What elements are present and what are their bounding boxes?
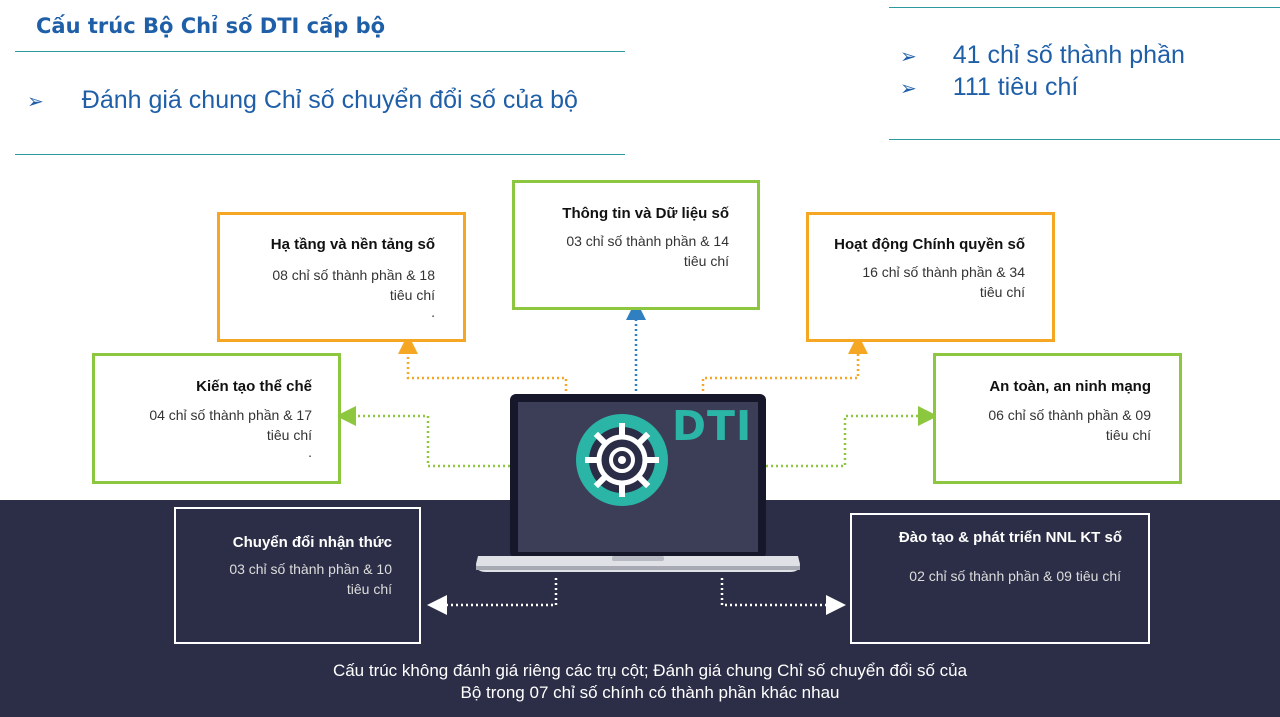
left-bullet-text: Đánh giá chung Chỉ số chuyển đổi số của …: [81, 86, 578, 114]
connector-chuyen-doi: [427, 578, 558, 615]
bottom-caption: Cấu trúc không đánh giá riêng các trụ cộ…: [0, 660, 1280, 704]
right-bullet-text-2: 111 tiêu chí: [952, 73, 1079, 101]
pillar-desc-line2: tiêu chí: [1105, 427, 1151, 443]
arrow-bullet-icon: ➢: [27, 88, 44, 113]
pillar-desc-line1: 16 chỉ số thành phần & 34: [862, 264, 1025, 280]
pillar-desc-line2: tiêu chí: [346, 581, 392, 597]
caption-line2: Bộ trong 07 chỉ số chính có thành phần k…: [460, 683, 840, 702]
pillar-title: Kiến tạo thể chế: [196, 378, 312, 395]
dti-logo-text: DTI: [672, 402, 753, 450]
right-bullet-row-2: ➢ 111 tiêu chí: [900, 73, 1078, 102]
pillar-desc-line1: 02 chỉ số thành phần & 09 tiêu chí: [909, 568, 1121, 584]
connector-kien-tao: [336, 406, 510, 468]
laptop-notch: [612, 556, 664, 561]
connector-hoat-dong: [701, 334, 868, 396]
pillar-desc-line3: .: [431, 304, 435, 320]
pillar-an-toan: An toàn, an ninh mạng 06 chỉ số thành ph…: [933, 353, 1182, 484]
connector-an-toan: [766, 406, 938, 468]
title-rule: [15, 51, 625, 52]
pillar-desc-line1: 03 chỉ số thành phần & 14: [566, 233, 729, 249]
pillar-desc-line1: 08 chỉ số thành phần & 18: [272, 267, 435, 283]
pillar-desc-line1: 03 chỉ số thành phần & 10: [229, 561, 392, 577]
pillar-desc-line2: tiêu chí: [389, 287, 435, 303]
left-bullet-row: ➢ Đánh giá chung Chỉ số chuyển đổi số củ…: [27, 86, 578, 115]
arrow-bullet-icon: ➢: [900, 43, 917, 68]
pillar-desc-line3: .: [308, 444, 312, 460]
laptop-illustration: [476, 394, 800, 572]
caption-line1: Cấu trúc không đánh giá riêng các trụ cộ…: [332, 661, 968, 680]
pillar-desc-line1: 06 chỉ số thành phần & 09: [988, 407, 1151, 423]
pillar-hoat-dong: Hoạt động Chính quyền số 16 chỉ số thành…: [806, 212, 1055, 342]
right-top-rule: [889, 7, 1280, 8]
pillar-title: Chuyển đổi nhận thức: [232, 534, 392, 551]
connector-ha-tang: [398, 334, 568, 396]
pillar-ha-tang: Hạ tầng và nền tảng số 08 chỉ số thành p…: [217, 212, 466, 342]
pillar-desc-line2: tiêu chí: [979, 284, 1025, 300]
pillar-title: Hoạt động Chính quyền số: [834, 236, 1025, 253]
arrow-bullet-icon: ➢: [900, 75, 917, 100]
pillar-chuyen-doi: Chuyển đổi nhận thức 03 chỉ số thành phầ…: [174, 507, 421, 644]
pillar-thong-tin: Thông tin và Dữ liệu số 03 chỉ số thành …: [512, 180, 760, 310]
left-bottom-rule: [15, 154, 625, 155]
pillar-dao-tao: Đào tạo & phát triển NNL KT số 02 chỉ số…: [850, 513, 1150, 644]
pillar-desc-line2: tiêu chí: [266, 427, 312, 443]
right-bullet-text-1: 41 chỉ số thành phần: [952, 41, 1185, 69]
pillar-title: Thông tin và Dữ liệu số: [562, 205, 729, 222]
pillar-desc-line2: tiêu chí: [683, 253, 729, 269]
pillar-desc-line1: 04 chỉ số thành phần & 17: [149, 407, 312, 423]
right-bottom-rule: [889, 139, 1280, 140]
pillar-kien-tao: Kiến tạo thể chế 04 chỉ số thành phần & …: [92, 353, 341, 484]
pillar-title: Hạ tầng và nền tảng số: [270, 236, 435, 253]
gear-icon: [576, 414, 668, 506]
connector-dao-tao: [720, 578, 846, 615]
right-bullet-row-1: ➢ 41 chỉ số thành phần: [900, 41, 1185, 70]
pillar-title: An toàn, an ninh mạng: [989, 378, 1151, 395]
pillar-title: Đào tạo & phát triển NNL KT số: [898, 529, 1122, 546]
page-title: Cấu trúc Bộ Chỉ số DTI cấp bộ: [36, 14, 386, 38]
